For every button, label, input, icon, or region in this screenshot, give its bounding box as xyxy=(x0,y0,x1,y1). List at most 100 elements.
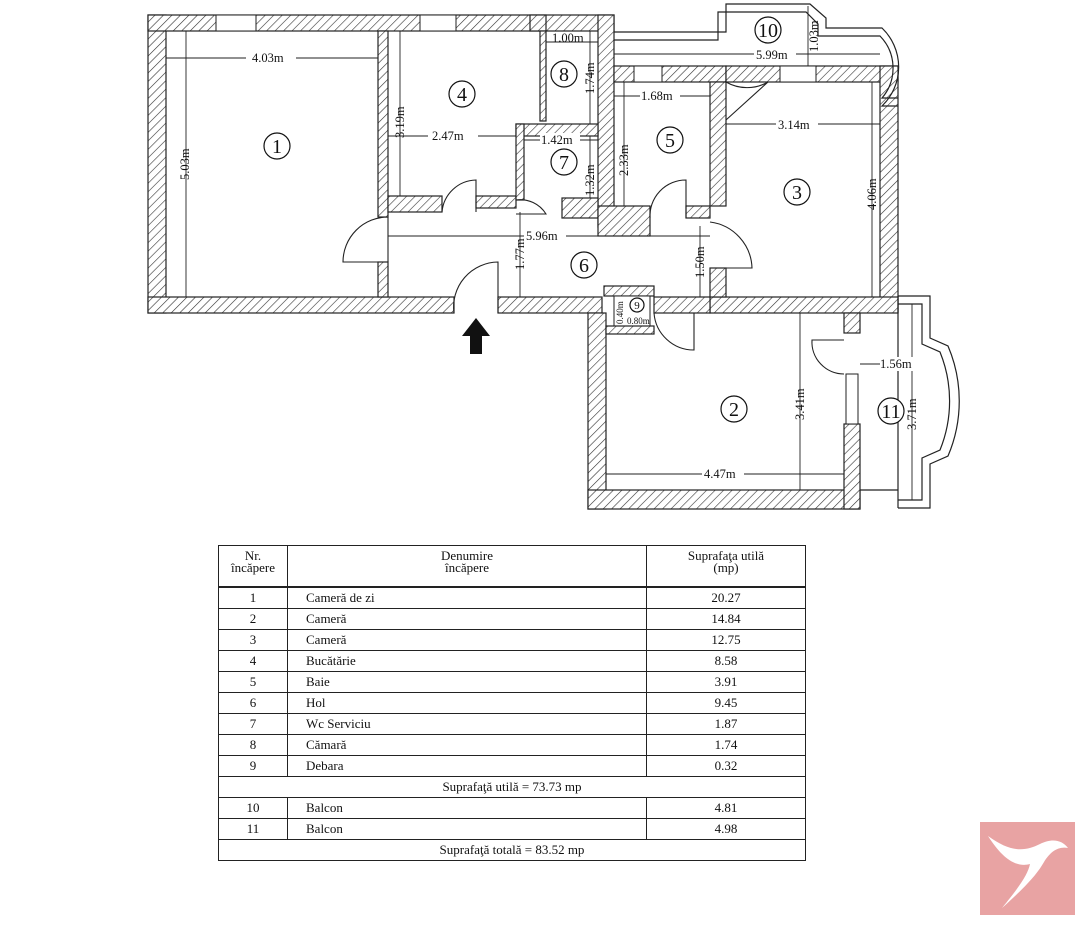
table-cell: 7 xyxy=(218,713,288,735)
walls xyxy=(147,14,899,510)
svg-text:4: 4 xyxy=(457,84,467,106)
table-cell: Wc Serviciu xyxy=(287,713,647,735)
table-cell: 1 xyxy=(218,586,288,609)
dim-1-42: 1.42m xyxy=(541,133,573,147)
dim-3-41: 3.41m xyxy=(793,388,807,420)
dim-1-77: 1.77m xyxy=(513,238,527,270)
dim-1-74: 1.74m xyxy=(583,62,597,94)
room-4-marker: 4 xyxy=(448,80,476,108)
table-cell: Cameră xyxy=(287,608,647,630)
room-2-marker: 2 xyxy=(720,395,748,423)
dim-3-71: 3.71m xyxy=(905,398,919,430)
dim-1-56: 1.56m xyxy=(880,357,912,371)
table-cell: 14.84 xyxy=(646,608,806,630)
room-8-marker: 8 xyxy=(550,60,578,88)
table-cell: Hol xyxy=(287,692,647,714)
dim-4-06: 4.06m xyxy=(865,178,879,210)
floor-plan: 4.03m 5.03m 3.19m 2.47m 1.00m 1.74m 5.99… xyxy=(147,3,960,510)
dim-1-03: 1.03m xyxy=(807,20,821,52)
room-numbers: 1 2 3 4 5 6 7 8 9 10 11 xyxy=(263,16,905,425)
table-cell: 4.81 xyxy=(646,797,806,819)
table-cell: 1.87 xyxy=(646,713,806,735)
dim-2-47: 2.47m xyxy=(432,129,464,143)
dim-4-03: 4.03m xyxy=(252,51,284,65)
table-cell: Balcon xyxy=(287,818,647,840)
table-cell: 8.58 xyxy=(646,650,806,672)
svg-text:2: 2 xyxy=(729,399,739,421)
table-cell: 10 xyxy=(218,797,288,819)
balcony-10 xyxy=(614,3,900,107)
table-cell: Balcon xyxy=(287,797,647,819)
dim-1-68: 1.68m xyxy=(641,89,673,103)
table-cell: 4.98 xyxy=(646,818,806,840)
table-cell: 11 xyxy=(218,818,288,840)
header-area: Suprafaţa utilă(mp) xyxy=(646,545,806,588)
dim-5-03: 5.03m xyxy=(178,148,192,180)
summary-total: Suprafaţă totală = 83.52 mp xyxy=(218,839,806,861)
dim-0-80: 0.80m xyxy=(627,316,650,326)
table-cell: 4 xyxy=(218,650,288,672)
dim-2-33: 2.33m xyxy=(617,144,631,176)
svg-text:10: 10 xyxy=(758,20,778,42)
room-3-marker: 3 xyxy=(783,178,811,206)
dim-5-96: 5.96m xyxy=(526,229,558,243)
up-arrow-icon xyxy=(462,318,490,354)
dim-0-40: 0.40m xyxy=(615,301,625,324)
room-1-marker: 1 xyxy=(263,132,291,160)
bird-logo-icon xyxy=(980,822,1075,915)
summary-useful-row: Suprafaţă utilă = 73.73 mp xyxy=(218,776,806,798)
dim-1-32: 1.32m xyxy=(583,164,597,196)
svg-text:3: 3 xyxy=(792,182,802,204)
summary-useful: Suprafaţă utilă = 73.73 mp xyxy=(218,776,806,798)
header-nr: Nr.încăpere xyxy=(218,545,288,588)
table-cell: 1.74 xyxy=(646,734,806,756)
table-cell: 9 xyxy=(218,755,288,777)
table-cell: 6 xyxy=(218,692,288,714)
table-cell: Debara xyxy=(287,755,647,777)
table-cell: Cămară xyxy=(287,734,647,756)
svg-text:5: 5 xyxy=(665,130,675,152)
svg-text:8: 8 xyxy=(559,64,569,86)
table-cell: 12.75 xyxy=(646,629,806,651)
table-cell: 8 xyxy=(218,734,288,756)
table-cell: 9.45 xyxy=(646,692,806,714)
balcony-11 xyxy=(860,295,960,509)
table-cell: 5 xyxy=(218,671,288,693)
table-cell: 2 xyxy=(218,608,288,630)
svg-text:6: 6 xyxy=(579,255,589,277)
room-11-marker: 11 xyxy=(877,397,905,425)
table-cell: Bucătărie xyxy=(287,650,647,672)
room-7-marker: 7 xyxy=(550,148,578,176)
dim-3-14: 3.14m xyxy=(778,118,810,132)
room-9-marker: 9 xyxy=(629,297,645,313)
summary-total-row: Suprafaţă totală = 83.52 mp xyxy=(218,839,806,861)
room-5-marker: 5 xyxy=(656,126,684,154)
dim-5-99: 5.99m xyxy=(756,48,788,62)
dim-1-00: 1.00m xyxy=(552,31,584,45)
dim-3-19: 3.19m xyxy=(393,106,407,138)
dim-1-50: 1.50m xyxy=(693,246,707,278)
table-cell: Baie xyxy=(287,671,647,693)
svg-text:11: 11 xyxy=(881,401,900,423)
svg-text:7: 7 xyxy=(559,152,569,174)
table-cell: 20.27 xyxy=(646,586,806,609)
room-6-marker: 6 xyxy=(570,251,598,279)
room-10-marker: 10 xyxy=(754,16,782,44)
table-cell: 3.91 xyxy=(646,671,806,693)
dim-4-47: 4.47m xyxy=(704,467,736,481)
doors xyxy=(342,81,845,375)
table-cell: Cameră xyxy=(287,629,647,651)
